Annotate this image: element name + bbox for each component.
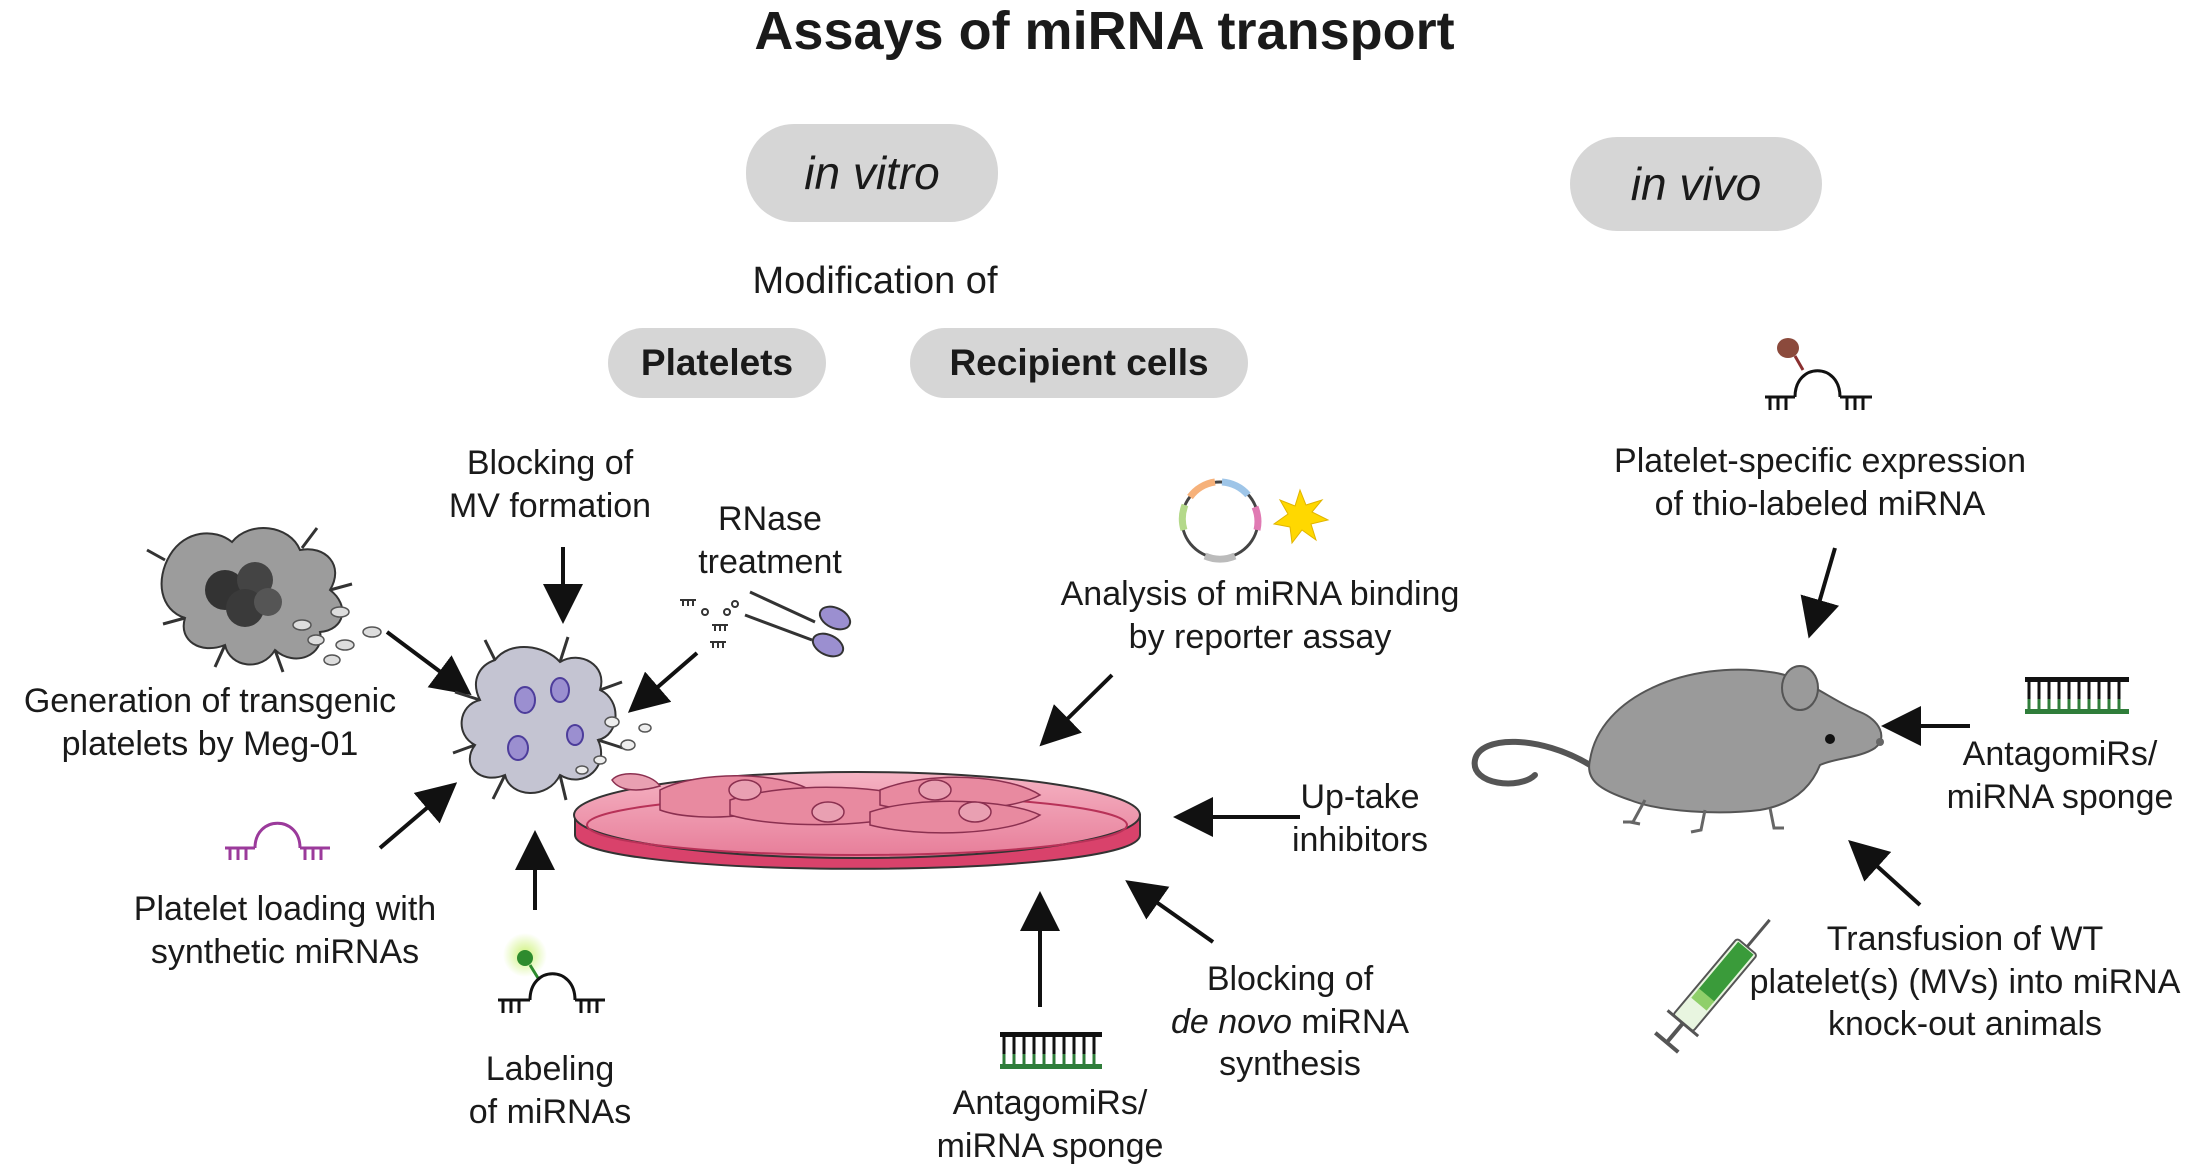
label-line: Transfusion of WT xyxy=(1826,920,2104,958)
label-antagomirs-vitro: AntagomiRs/ miRNA sponge xyxy=(900,1082,1200,1167)
platelet-particle xyxy=(292,619,312,631)
label-blocking-mv: Blocking of MV formation xyxy=(400,442,700,527)
label-antagomirs-vivo: AntagomiRs/ miRNA sponge xyxy=(1920,733,2200,818)
recipient-cells-label: Recipient cells xyxy=(949,342,1209,383)
recipient-cells-pill: Recipient cells xyxy=(910,328,1248,398)
label-line: platelet(s) (MVs) into miRNA xyxy=(1749,962,2181,1001)
luminescence-star-icon xyxy=(1272,488,1330,545)
label-line: Generation of transgenic xyxy=(23,682,397,720)
label-line: Blocking of xyxy=(466,444,634,482)
label-line: Analysis of miRNA binding xyxy=(1060,575,1460,613)
thio-label-icon xyxy=(1777,338,1805,371)
label-uptake: Up-take inhibitors xyxy=(1260,776,1460,861)
label-reporter: Analysis of miRNA binding by reporter as… xyxy=(1050,573,1470,658)
platelet-cell-illustration xyxy=(452,636,652,801)
platelets-label: Platelets xyxy=(640,342,794,383)
label-line: platelets by Meg-01 xyxy=(61,724,359,763)
label-loading: Platelet loading with synthetic miRNAs xyxy=(95,888,475,973)
fluorescent-label-icon xyxy=(503,933,547,979)
plasmid-icon xyxy=(1178,478,1262,563)
label-line: de novo miRNA xyxy=(1140,1001,1440,1044)
rna-fragment-icon xyxy=(680,599,739,648)
mirna-hairpin-icon-purple xyxy=(225,821,330,860)
petri-dish-illustration xyxy=(573,771,1141,870)
label-line: synthetic miRNAs xyxy=(150,932,420,971)
label-line: Up-take xyxy=(1300,778,1420,816)
arrow-blocking-denovo xyxy=(1125,880,1215,944)
in-vivo-label: in vivo xyxy=(1630,158,1762,210)
label-blocking-denovo: Blocking of de novo miRNA synthesis xyxy=(1140,958,1440,1086)
modification-heading: Modification of xyxy=(752,260,998,302)
mouse-illustration xyxy=(1471,665,1884,834)
label-transgenic: Generation of transgenic platelets by Me… xyxy=(0,680,420,765)
label-line: AntagomiRs/ xyxy=(952,1084,1148,1122)
label-line: Labeling xyxy=(485,1050,615,1088)
label-line: Platelet loading with xyxy=(133,890,437,928)
mirna-hairpin-icon-thio xyxy=(1765,369,1872,410)
arrow-transfusion xyxy=(1848,839,1922,907)
label-line: miRNA sponge xyxy=(1946,777,2174,816)
label-line: miRNA sponge xyxy=(936,1126,1164,1165)
label-line: of thio-labeled miRNA xyxy=(1654,484,1986,523)
label-thio: Platelet-specific expression of thio-lab… xyxy=(1580,440,2060,525)
mirna-hairpin-icon-labeled xyxy=(498,972,605,1013)
arrow-transgenic xyxy=(385,630,472,696)
arrow-loading xyxy=(378,782,458,850)
in-vitro-pill: in vitro xyxy=(746,124,998,222)
scissors-icon xyxy=(744,590,852,658)
label-labeling: Labeling of miRNAs xyxy=(425,1048,675,1133)
in-vitro-label: in vitro xyxy=(804,147,940,199)
antagomir-sponge-icon-vivo xyxy=(2025,677,2129,714)
in-vivo-pill: in vivo xyxy=(1570,137,1822,231)
diagram-title: Assays of miRNA transport xyxy=(754,1,1455,61)
antagomir-sponge-icon-vitro xyxy=(1000,1032,1102,1069)
label-line: treatment xyxy=(698,542,842,581)
label-rnase: RNase treatment xyxy=(640,498,900,583)
arrow-thio xyxy=(1800,547,1840,639)
label-line: by reporter assay xyxy=(1128,617,1392,656)
label-line: Blocking of xyxy=(1206,960,1374,998)
arrow-reporter xyxy=(1039,673,1114,747)
syringe-icon xyxy=(1654,918,1771,1054)
label-line: inhibitors xyxy=(1291,820,1429,859)
label-transfusion: Transfusion of WT platelet(s) (MVs) into… xyxy=(1725,918,2205,1046)
label-line: MV formation xyxy=(448,486,652,525)
platelets-pill: Platelets xyxy=(608,328,826,398)
label-line: of miRNAs xyxy=(468,1092,632,1131)
arrows xyxy=(378,547,1970,1007)
label-rest-part: miRNA xyxy=(1291,1002,1410,1041)
label-line: knock-out animals xyxy=(1827,1005,2102,1043)
arrow-rnase xyxy=(627,651,699,713)
label-line: RNase xyxy=(718,500,822,538)
label-line: Platelet-specific expression xyxy=(1614,442,2026,480)
label-line: synthesis xyxy=(1219,1045,1361,1083)
megakaryocyte-illustration xyxy=(146,527,382,673)
label-line: AntagomiRs/ xyxy=(1962,735,2158,773)
label-italic-part: de novo xyxy=(1170,1002,1292,1041)
